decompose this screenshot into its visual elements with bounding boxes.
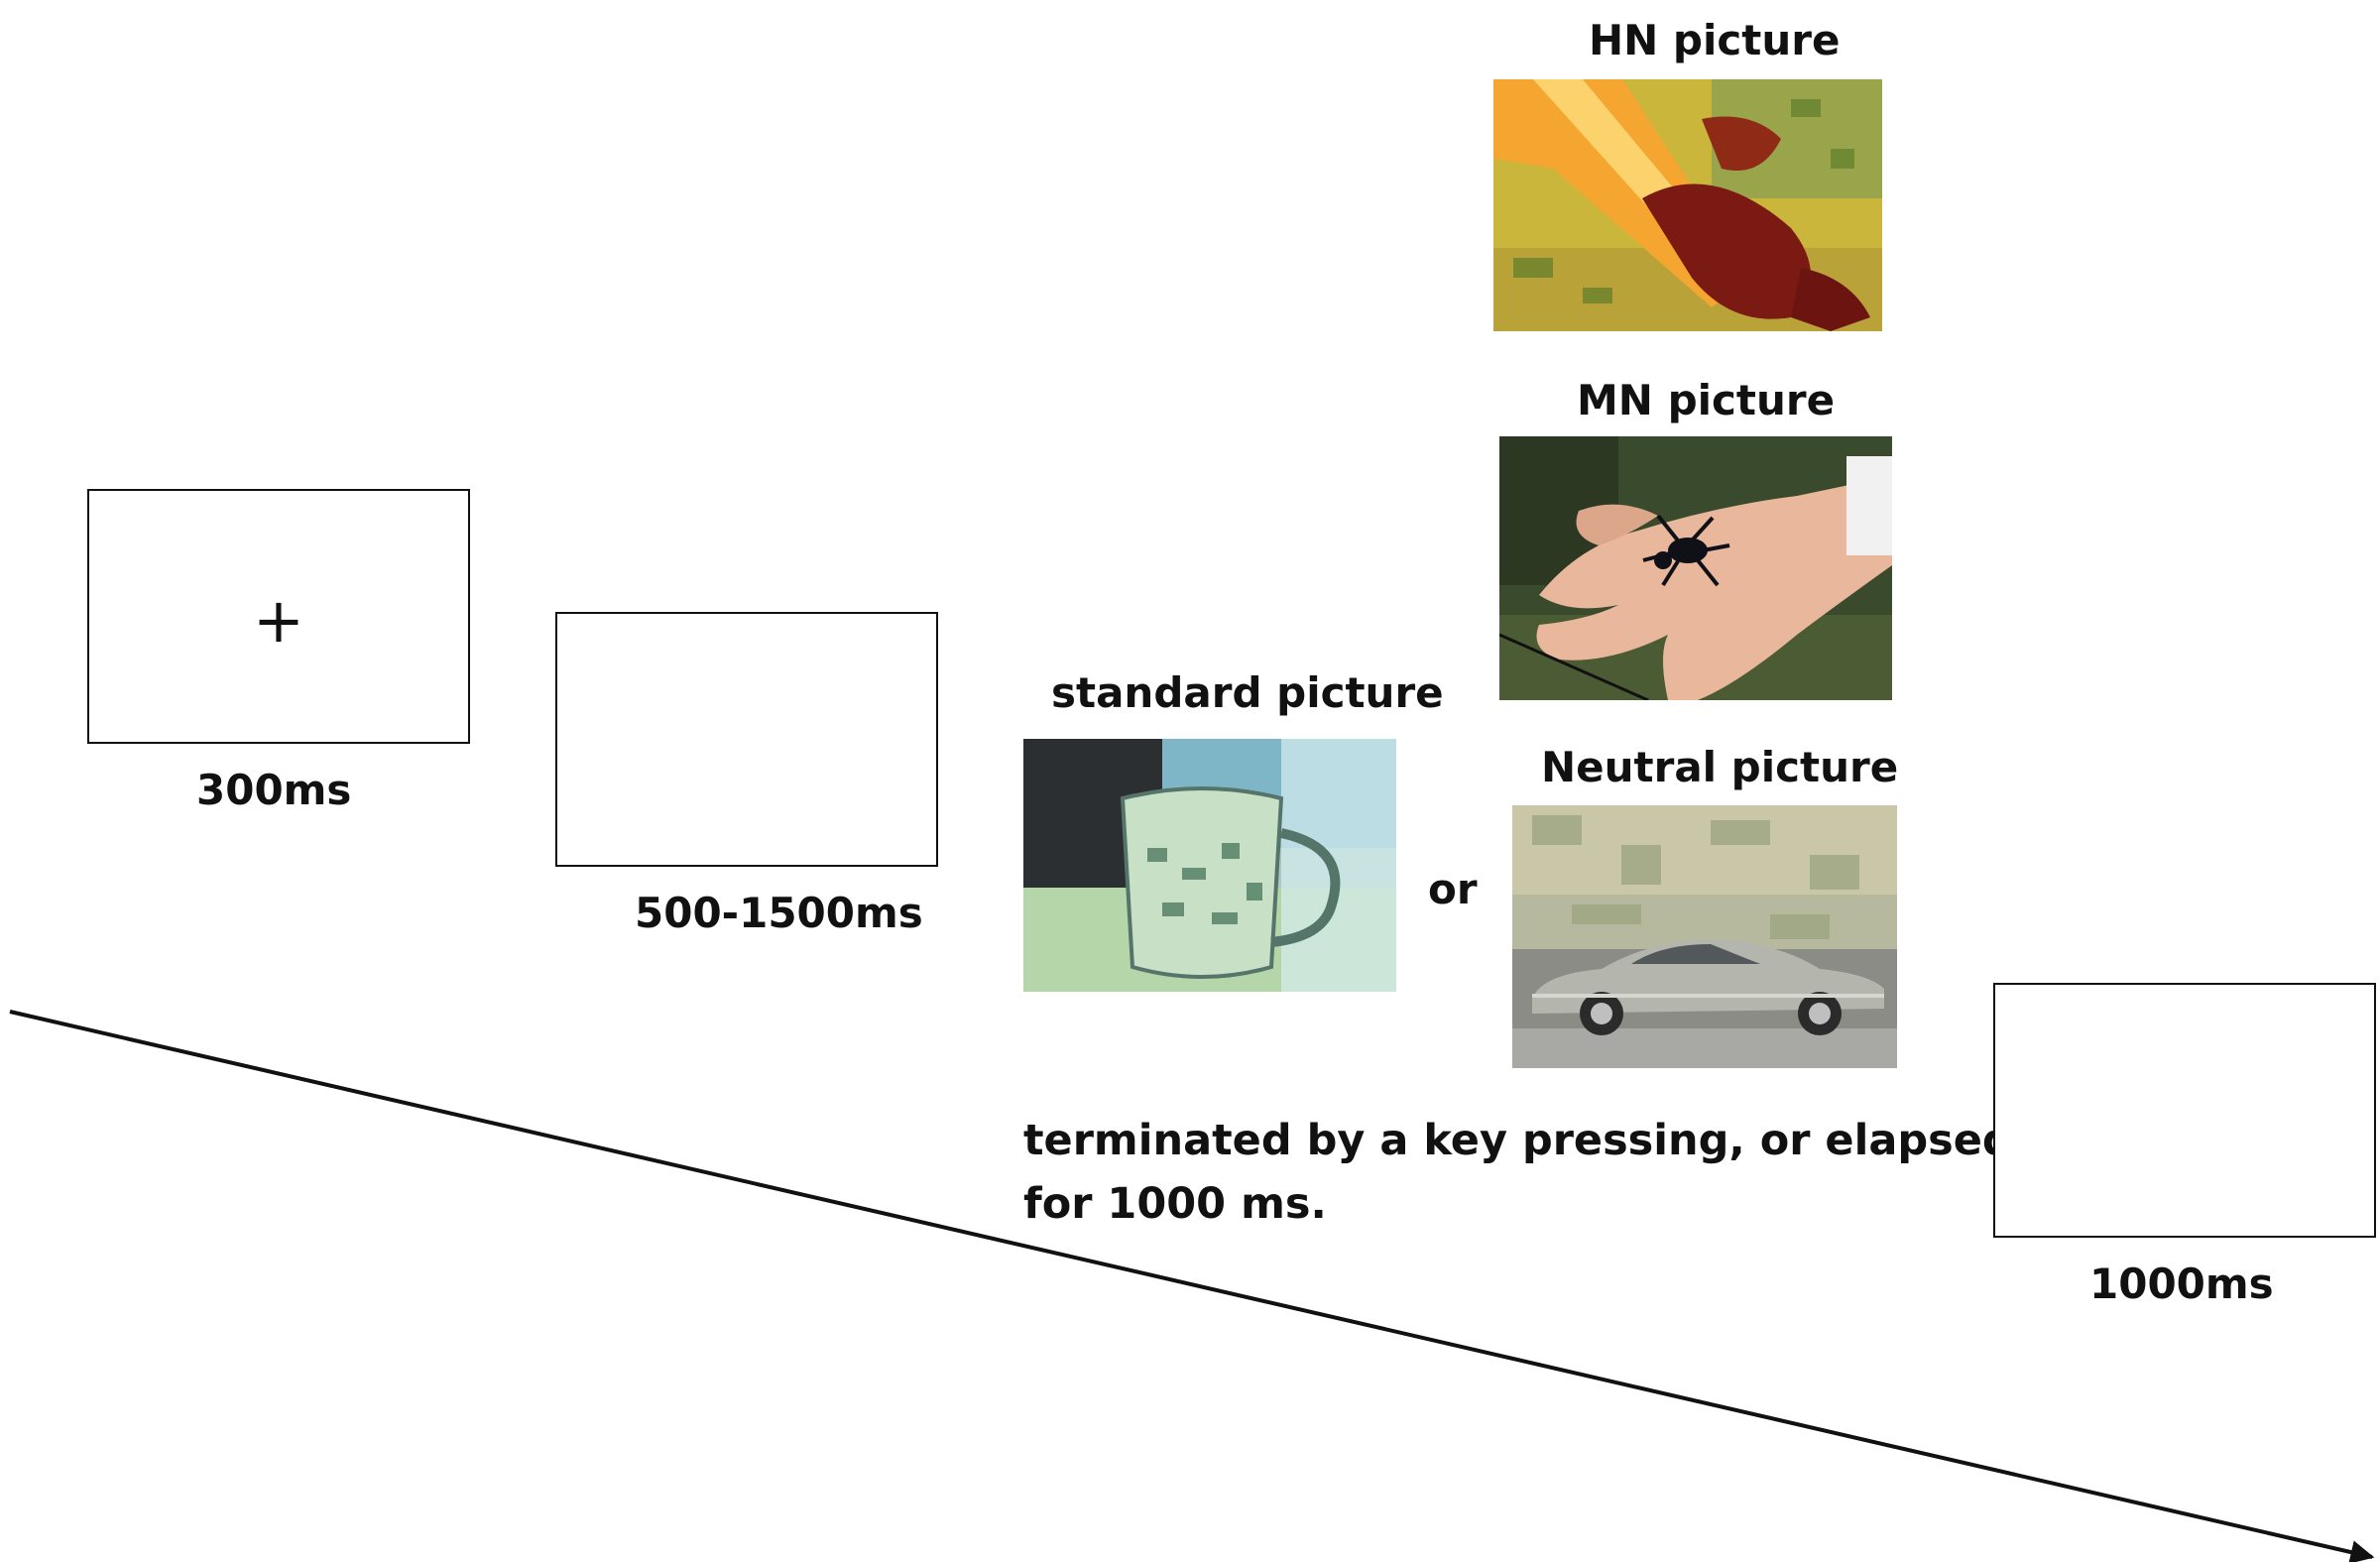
blank-screen <box>555 612 938 867</box>
neutral-picture-label: Neutral picture <box>1541 743 1899 791</box>
response-note: terminated by a key pressing, or elapsed… <box>1023 1109 2013 1236</box>
hn-picture-image <box>1493 79 1882 331</box>
response-note-line2: for 1000 ms. <box>1023 1179 1327 1229</box>
standard-picture-image <box>1023 739 1396 992</box>
fixation-screen: + <box>87 489 470 744</box>
neutral-picture-image <box>1512 805 1897 1068</box>
standard-picture-label: standard picture <box>1051 668 1444 717</box>
fixation-cross: + <box>253 584 304 657</box>
fixation-duration: 300ms <box>196 766 352 814</box>
mn-picture-image <box>1499 436 1892 700</box>
final-screen <box>1993 983 2376 1238</box>
or-connector: or <box>1428 865 1478 913</box>
final-duration: 1000ms <box>2089 1260 2274 1308</box>
blank-duration: 500-1500ms <box>635 889 923 937</box>
response-note-line1: terminated by a key pressing, or elapsed <box>1023 1116 2013 1165</box>
hn-picture-label: HN picture <box>1589 16 1841 64</box>
mn-picture-label: MN picture <box>1577 376 1836 424</box>
